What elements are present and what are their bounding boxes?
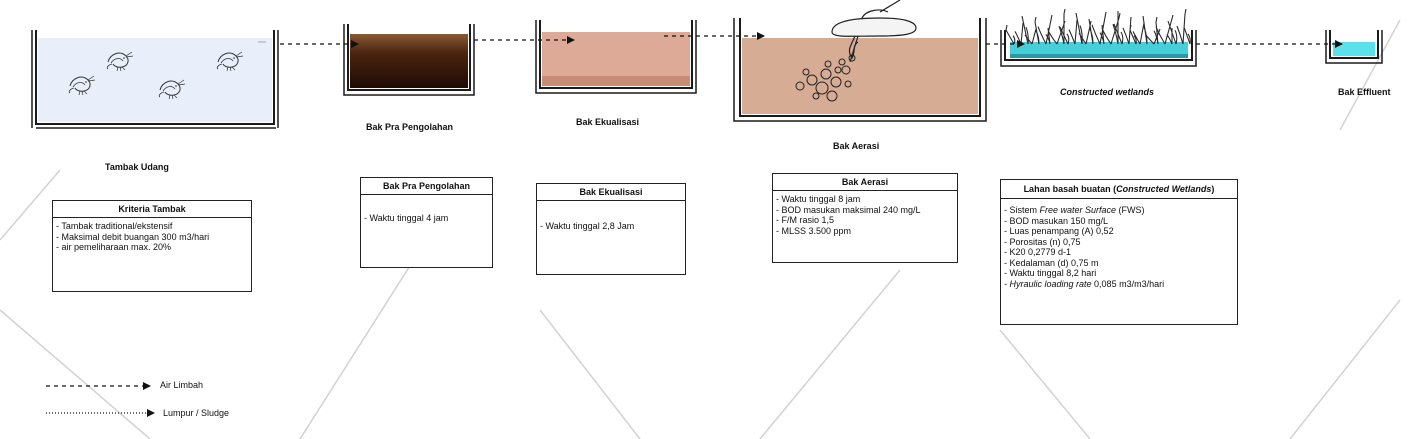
aerasi-tank	[733, 0, 987, 122]
wetland-title-suffix: )	[1211, 184, 1215, 194]
wetland-label: Constructed wetlands	[1060, 87, 1155, 97]
aerasi-box-title: Bak Aerasi	[773, 174, 957, 191]
wetland-title-em: Constructed Wetlands	[1116, 184, 1212, 194]
aerator-icon	[831, 0, 917, 63]
legend-air-limbah-label: Air Limbah	[160, 380, 204, 390]
list-item: - Waktu tinggal 8,2 hari	[1004, 268, 1097, 278]
pra-pengolahan-list: - Waktu tinggal 4 jam	[361, 195, 492, 227]
wetland-item1-suffix: (FWS)	[1116, 205, 1145, 215]
kriteria-tambak-box: Kriteria Tambak - Tambak traditional/eks…	[52, 200, 252, 292]
legend-lumpur-label: Lumpur / Sludge	[163, 408, 230, 418]
air-bubble-icon	[795, 54, 856, 102]
tambak-tank	[31, 30, 279, 129]
kriteria-tambak-list: - Tambak traditional/ekstensif - Maksima…	[53, 218, 251, 256]
ekualisasi-box-title: Bak Ekualisasi	[537, 184, 685, 201]
wetland-title-prefix: Lahan basah buatan (	[1023, 184, 1117, 194]
list-item: - Luas penampang (A) 0,52	[1004, 226, 1114, 236]
list-item: - K20 0,2779 d-1	[1004, 247, 1072, 257]
tambak-label: Tambak Udang	[105, 162, 169, 172]
legend	[46, 382, 155, 417]
pra-pengolahan-box: Bak Pra Pengolahan - Waktu tinggal 4 jam	[360, 177, 493, 268]
effluent-tank	[1325, 30, 1383, 64]
wetland-list: - Sistem Free water Surface (FWS) - BOD …	[1001, 199, 1237, 292]
list-item: - BOD masukan maksimal 240 mg/L	[776, 204, 921, 215]
list-item: - BOD masukan 150 mg/L	[1004, 215, 1109, 226]
pra-pengolahan-tank	[343, 24, 475, 96]
flow-arrows	[280, 32, 1343, 48]
list-item: - air pemeliharaan max. 20%	[56, 242, 172, 252]
list-item: - Tambak traditional/ekstensif	[56, 221, 173, 231]
pra-pengolahan-box-title: Bak Pra Pengolahan	[361, 178, 492, 195]
wetland-item1-prefix: - Sistem	[1004, 205, 1040, 215]
kriteria-tambak-title: Kriteria Tambak	[53, 201, 251, 218]
ekualisasi-list: - Waktu tinggal 2,8 Jam	[537, 201, 685, 235]
aerasi-label: Bak Aerasi	[833, 141, 880, 151]
reed-plant-icon	[1005, 8, 1191, 45]
list-item: - Waktu tinggal 2,8 Jam	[540, 221, 635, 231]
reed-stems	[1005, 8, 1191, 45]
wetland-tank	[1000, 8, 1197, 67]
list-item: - F/M rasio 1,5	[776, 215, 835, 225]
wetland-box: Lahan basah buatan (Constructed Wetlands…	[1000, 179, 1238, 325]
effluent-label: Bak Effluent	[1338, 87, 1391, 97]
list-item: - Hyraulic loading rate 0,085 m3/m3/hari	[1004, 279, 1234, 290]
wetland-box-title: Lahan basah buatan (Constructed Wetlands…	[1001, 180, 1237, 199]
wetland-item-last-suffix: 0,085 m3/m3/hari	[1091, 278, 1165, 289]
list-item: - Sistem Free water Surface (FWS)	[1004, 205, 1234, 216]
aerasi-box: Bak Aerasi - Waktu tinggal 8 jam - BOD m…	[772, 173, 958, 263]
list-item: - Kedalaman (d) 0,75 m	[1004, 257, 1099, 268]
pra-pengolahan-label: Bak Pra Pengolahan	[366, 122, 454, 132]
ekualisasi-box: Bak Ekualisasi - Waktu tinggal 2,8 Jam	[536, 183, 686, 275]
list-item: - Waktu tinggal 4 jam	[364, 213, 449, 223]
list-item: - Waktu tinggal 8 jam	[776, 194, 861, 204]
aerasi-list: - Waktu tinggal 8 jam - BOD masukan maks…	[773, 191, 957, 239]
ekualisasi-label: Bak Ekualisasi	[576, 117, 640, 127]
wetland-item-last-em: - Hyraulic loading rate	[1004, 278, 1092, 289]
wetland-item1-em: Free water Surface	[1039, 205, 1117, 215]
list-item: - Porositas (n) 0,75	[1004, 236, 1081, 247]
ekualisasi-tank	[535, 20, 697, 94]
list-item: - Maksimal debit buangan 300 m3/hari	[56, 231, 210, 242]
background-decoration	[0, 19, 1401, 439]
list-item: - MLSS 3.500 ppm	[776, 225, 852, 236]
